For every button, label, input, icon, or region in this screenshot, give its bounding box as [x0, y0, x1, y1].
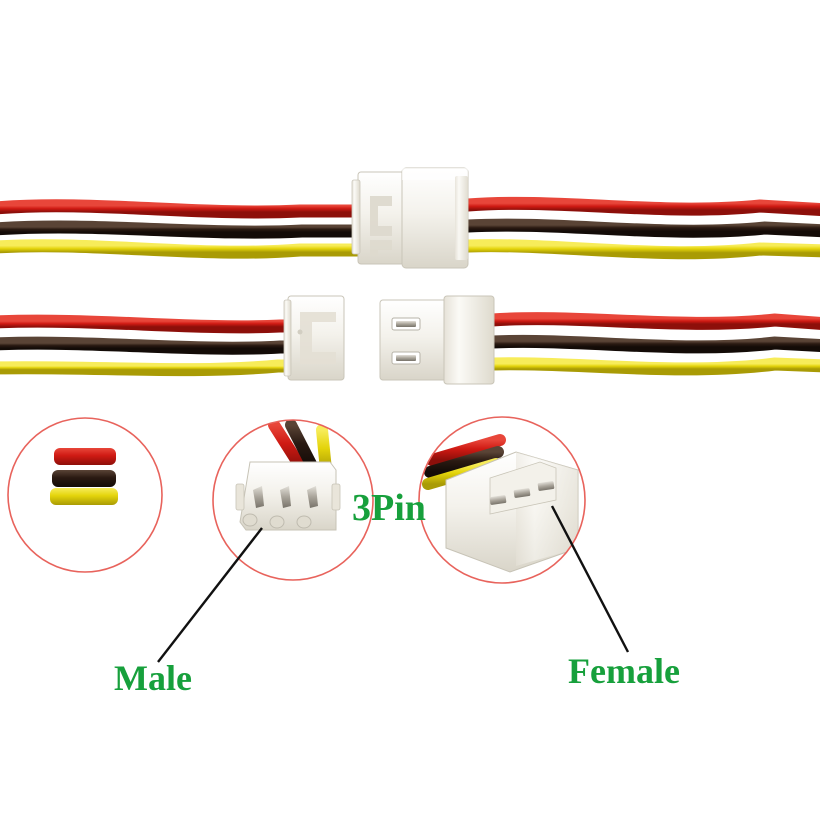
connector-female-row1: [351, 171, 405, 265]
male-housing-holes: [242, 513, 312, 529]
callout-circle-male: [212, 419, 374, 581]
bare-wire-red: [23, 448, 116, 465]
connector-male-row1: [401, 167, 469, 269]
male-pin-slots: [391, 317, 421, 365]
callout-male-connector: [157, 419, 374, 663]
callout-stripped-wire-ends: [7, 417, 163, 573]
leader-line-female: [550, 505, 630, 653]
wire-bundle-left-row2: [0, 314, 299, 377]
female-pins: [489, 481, 555, 505]
unmated-pair-row: [0, 295, 820, 385]
connector-female-row2: [283, 295, 345, 381]
wire-bundle-right-row1: [461, 196, 820, 260]
label-female: Female: [568, 651, 680, 691]
male-contact-slots: [253, 486, 318, 508]
leader-line-male: [157, 527, 263, 663]
callout-circle-wires: [7, 417, 163, 573]
connector-male-row2: [379, 295, 495, 385]
bare-wire-black: [21, 470, 116, 487]
label-pin-count: 3Pin: [352, 487, 426, 529]
callout-female-connector: [418, 416, 630, 653]
bare-wire-yellow: [19, 488, 118, 505]
label-male: Male: [114, 658, 192, 698]
wire-bundle-right-row2: [485, 312, 820, 376]
callout-circle-female: [418, 416, 586, 584]
wire-bundle-left-row1: [0, 199, 369, 259]
mated-pair-row: [0, 167, 820, 269]
